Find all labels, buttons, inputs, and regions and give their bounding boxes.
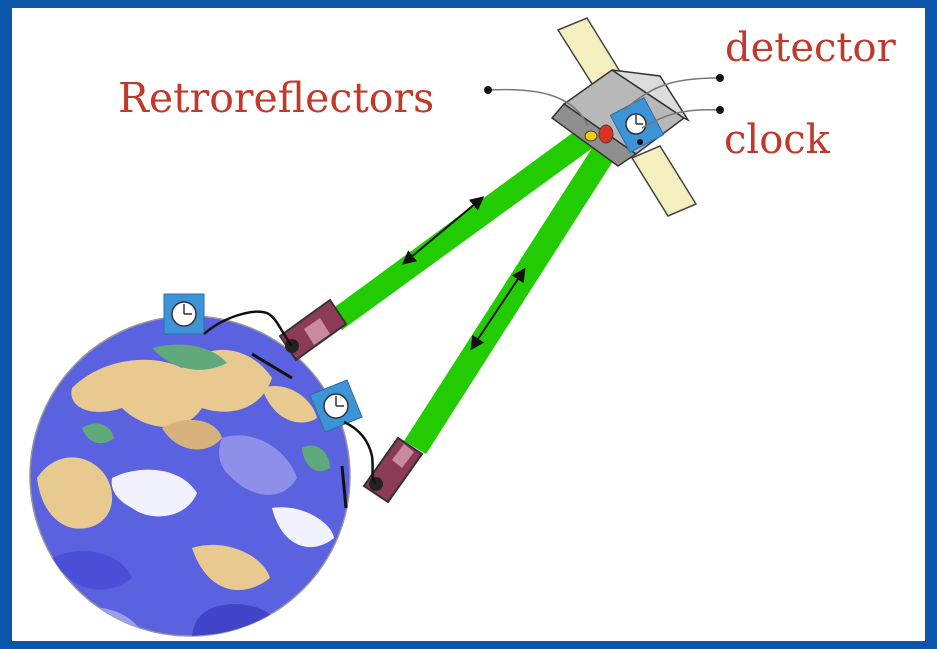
detector-label: detector: [725, 25, 896, 71]
clock-icon: [163, 293, 294, 347]
earth-globe-icon: [29, 315, 351, 637]
clock-label: clock: [724, 117, 830, 163]
retroreflectors-label: Retroreflectors: [118, 74, 435, 122]
laser-beams: [328, 123, 615, 454]
detector-icon: [598, 124, 614, 144]
retroreflector-icon: [584, 130, 598, 142]
satellite-icon: [550, 69, 691, 167]
clock-icon: [309, 379, 377, 485]
double-arrow-icon: [401, 196, 485, 265]
leader-lines: [484, 74, 724, 145]
double-arrow-icon: [470, 267, 526, 351]
telescope-icon: [340, 436, 424, 509]
solar-panel-icon: [556, 17, 698, 217]
diagram-panel: Retroreflectors detector clock: [12, 8, 925, 641]
laser-ranging-diagram: [29, 17, 724, 637]
telescope-icon: [251, 298, 348, 380]
